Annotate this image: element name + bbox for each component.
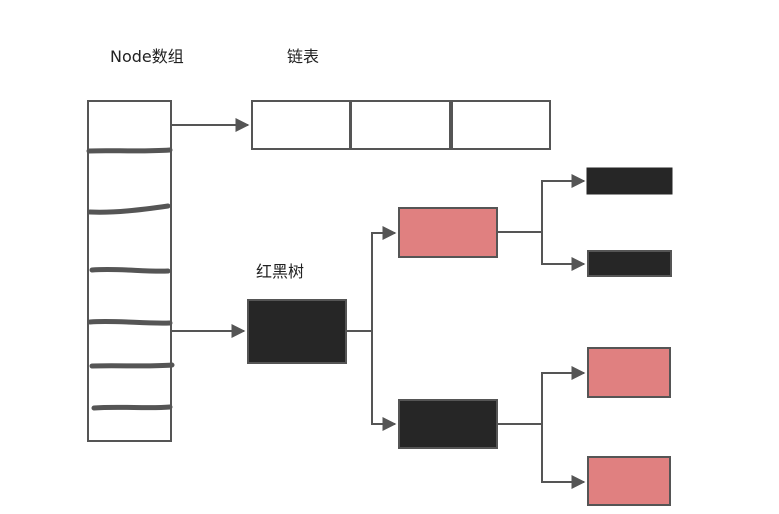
linked-list-label: 链表 [287, 47, 320, 66]
linked-list-node [451, 100, 551, 150]
tree-edge [497, 366, 586, 425]
tree-edge [346, 226, 397, 332]
tree-root-black-node [247, 299, 347, 364]
tree-red-node [587, 347, 671, 398]
array-slot-marker [91, 404, 173, 411]
tree-edge [541, 232, 586, 271]
node-array-label: Node数组 [110, 47, 184, 66]
linked-list-node [251, 100, 351, 150]
tree-edge [541, 424, 586, 489]
tree-black-node [587, 250, 672, 277]
tree-black-node [586, 167, 673, 195]
tree-edge [371, 331, 397, 431]
array-slot-marker [89, 362, 175, 369]
linked-list-node [350, 100, 451, 150]
tree-red-node [398, 207, 498, 258]
tree-black-node [398, 399, 498, 449]
array-slot-marker [87, 318, 173, 326]
tree-red-node [587, 456, 671, 506]
array-slot-marker [89, 266, 171, 274]
array-slot-marker [87, 203, 171, 215]
red-black-tree-label: 红黑树 [256, 262, 305, 281]
tree-edge [497, 174, 586, 233]
array-slot-marker [86, 147, 173, 154]
linked-list [251, 100, 551, 150]
node-array [86, 100, 175, 442]
red-black-tree [247, 167, 673, 506]
